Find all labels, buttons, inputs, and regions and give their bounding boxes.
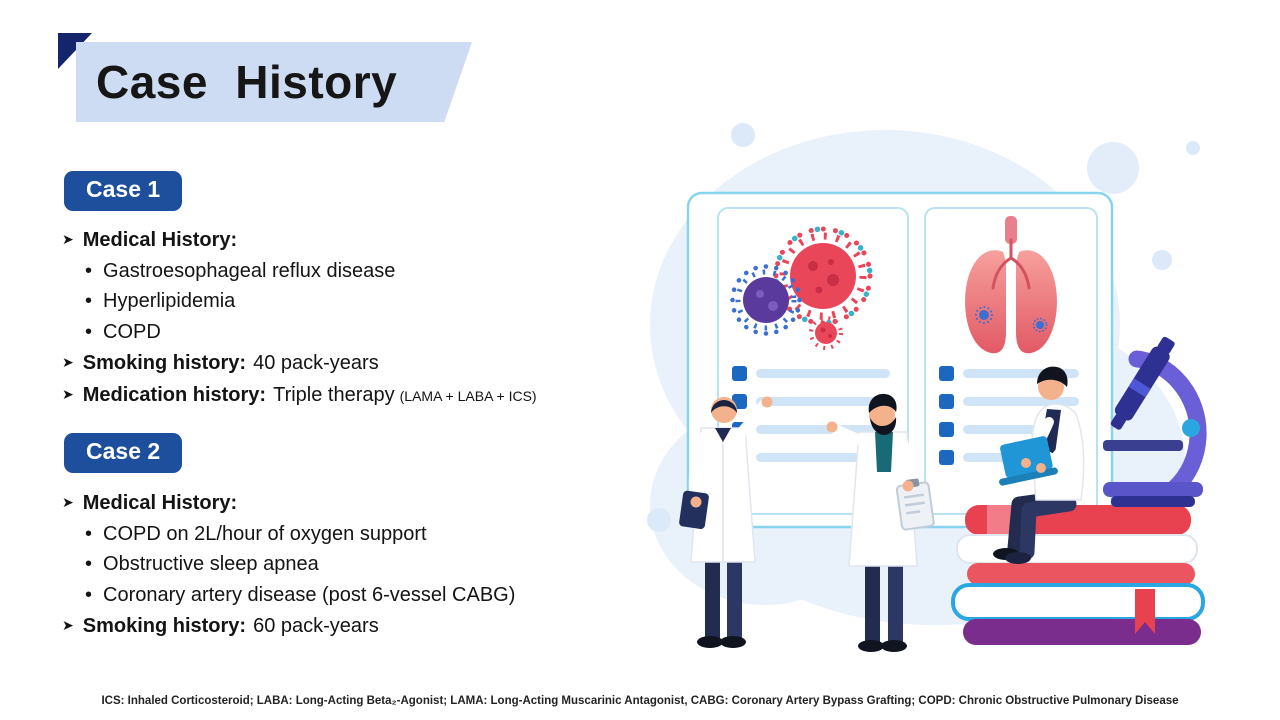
dot-bullet-icon: • bbox=[85, 553, 93, 575]
doctor-standing-middle bbox=[826, 393, 935, 652]
bullet-text: COPD bbox=[103, 320, 161, 343]
dot-bullet-icon: • bbox=[85, 320, 93, 343]
case1-medical-history-line: ➤ Medical History: bbox=[62, 224, 537, 256]
dot-bullet-icon: • bbox=[85, 259, 93, 282]
doctor-sitting bbox=[993, 366, 1085, 564]
arrow-bullet-icon: ➤ bbox=[62, 231, 74, 247]
medical-history-label: Medical History: bbox=[82, 229, 238, 251]
case2-medical-history-line: ➤ Medical History: bbox=[62, 487, 515, 519]
case1-history-bullet: • Gastroesophageal reflux disease bbox=[62, 256, 537, 287]
medical-illustration bbox=[647, 123, 1207, 652]
abbreviation-footnote: ICS: Inhaled Corticosteroid; LABA: Long-… bbox=[101, 695, 1179, 707]
arrow-bullet-icon: ➤ bbox=[62, 494, 74, 510]
case-2-badge: Case 2 bbox=[64, 433, 183, 473]
arrow-bullet-icon: ➤ bbox=[62, 354, 74, 370]
case-1-list: ➤ Medical History: • Gastroesophageal refl… bbox=[62, 224, 537, 411]
tablet-icon bbox=[679, 490, 709, 529]
arrow-bullet-icon: ➤ bbox=[62, 385, 74, 402]
case2-smoking-history-line: ➤ Smoking history: 60 pack-years bbox=[62, 610, 515, 642]
case2-history-bullet: • COPD on 2L/hour of oxygen support bbox=[62, 519, 515, 550]
dot-bullet-icon: • bbox=[85, 583, 93, 606]
case-2-list: ➤ Medical History: • COPD on 2L/hour of ox… bbox=[62, 487, 515, 642]
smoking-history-value: 60 pack-years bbox=[253, 615, 379, 637]
case-1-badge: Case 1 bbox=[64, 171, 183, 211]
lungs-illustration bbox=[965, 216, 1057, 354]
page-title: Case History bbox=[96, 56, 398, 108]
bullet-text: Coronary artery disease (post 6-vessel C… bbox=[103, 583, 516, 606]
bullet-text: Gastroesophageal reflux disease bbox=[103, 259, 396, 282]
smoking-history-value: 40 pack-years bbox=[253, 352, 379, 374]
case1-history-bullet: • COPD bbox=[62, 317, 537, 348]
case1-smoking-history-line: ➤ Smoking history: 40 pack-years bbox=[62, 347, 537, 379]
medication-history-label: Medication history: bbox=[82, 383, 267, 406]
medication-history-value: Triple therapy bbox=[273, 383, 395, 406]
arrow-bullet-icon: ➤ bbox=[62, 617, 74, 633]
case2-history-bullet: • Coronary artery disease (post 6-vessel … bbox=[62, 580, 515, 611]
bullet-text: Obstructive sleep apnea bbox=[103, 553, 319, 575]
bookmark-ribbon bbox=[1135, 589, 1155, 634]
case1-medication-history-line: ➤ Medication history: Triple therapy(LAMA … bbox=[62, 379, 537, 412]
doctor-standing-left bbox=[679, 396, 773, 648]
bullet-text: Hyperlipidemia bbox=[103, 290, 236, 312]
virus-illustration bbox=[730, 226, 873, 350]
smoking-history-label: Smoking history: bbox=[82, 352, 247, 374]
title-banner: Case History bbox=[76, 42, 472, 122]
bullet-text: COPD on 2L/hour of oxygen support bbox=[103, 522, 427, 545]
clipboard-icon bbox=[895, 478, 935, 531]
microscope-icon bbox=[1103, 336, 1207, 507]
book-stack bbox=[951, 505, 1205, 645]
smoking-history-label: Smoking history: bbox=[82, 615, 247, 637]
medical-history-label: Medical History: bbox=[82, 492, 238, 514]
dot-bullet-icon: • bbox=[85, 290, 93, 312]
case2-history-bullet: • Obstructive sleep apnea bbox=[62, 549, 515, 580]
case1-history-bullet: • Hyperlipidemia bbox=[62, 286, 537, 317]
dot-bullet-icon: • bbox=[85, 522, 93, 545]
medication-history-note: (LAMA + LABA + ICS) bbox=[399, 387, 537, 404]
decor-circles bbox=[647, 123, 1200, 532]
